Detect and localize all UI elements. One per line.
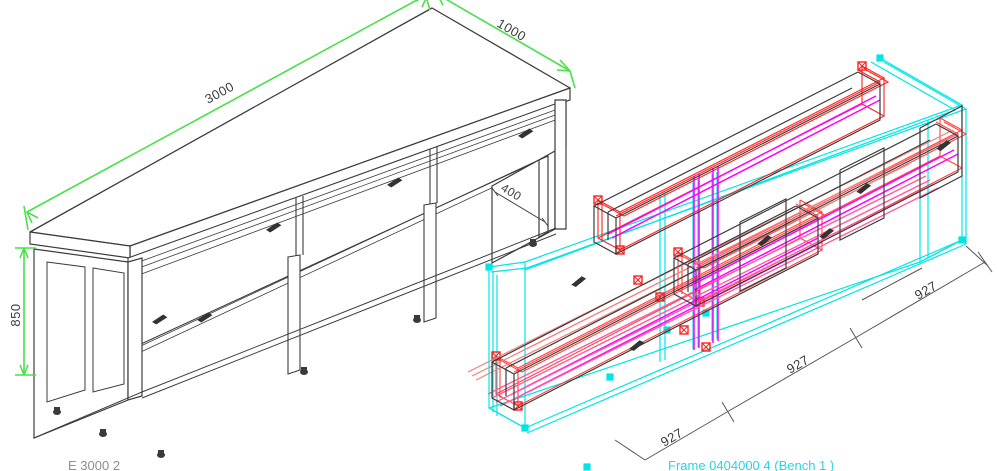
drawer-dividers <box>295 147 438 257</box>
dimension-chain-927 <box>614 245 993 461</box>
snap-point-cyan <box>876 54 884 62</box>
right-bench-wireframe[interactable] <box>189 0 968 471</box>
left-bench-solid[interactable] <box>29 7 571 458</box>
caption-bottom-left: E 3000 2 <box>68 458 120 471</box>
snap-point-cyan <box>958 236 966 244</box>
caster-wheel <box>300 367 308 375</box>
snap-point-cyan <box>485 263 493 271</box>
drawer-body-dark <box>490 71 963 412</box>
dimension-depth-1000 <box>439 0 576 89</box>
wire-layer-rose <box>487 175 939 407</box>
left-end-cabinet <box>33 248 143 439</box>
snap-point-red <box>633 275 643 285</box>
caster-wheel <box>157 450 165 458</box>
dimension-label-3000: 3000 <box>202 79 236 107</box>
dimension-label-927-left: 927 <box>658 425 686 450</box>
worktop-edge <box>29 87 571 259</box>
caster-wheel <box>413 315 421 323</box>
lower-stretcher <box>33 227 557 439</box>
mid-leg-posts <box>287 202 437 375</box>
snap-point-red <box>679 325 689 335</box>
caption-bottom-right: Frame 0404000 4 (Bench 1 ) <box>668 458 834 471</box>
snap-point-cyan <box>606 373 614 381</box>
dimension-label-927-middle: 927 <box>784 352 812 377</box>
dimension-height-850 <box>15 247 36 376</box>
caster-wheel <box>99 429 107 437</box>
snap-point-cyan <box>583 463 591 471</box>
caster-wheel <box>529 239 537 247</box>
dimension-label-927-right: 927 <box>912 278 940 303</box>
dimension-length-3000 <box>23 0 431 231</box>
caster-wheel <box>53 407 61 415</box>
snap-point-cyan <box>521 424 529 432</box>
cabinet-door-panels <box>46 261 125 403</box>
drawer-handle[interactable] <box>570 274 588 289</box>
dimension-panel-400 <box>491 187 549 227</box>
dimension-label-1000: 1000 <box>495 16 529 44</box>
dimension-label-850: 850 <box>8 303 23 326</box>
right-end-panel <box>491 99 567 265</box>
